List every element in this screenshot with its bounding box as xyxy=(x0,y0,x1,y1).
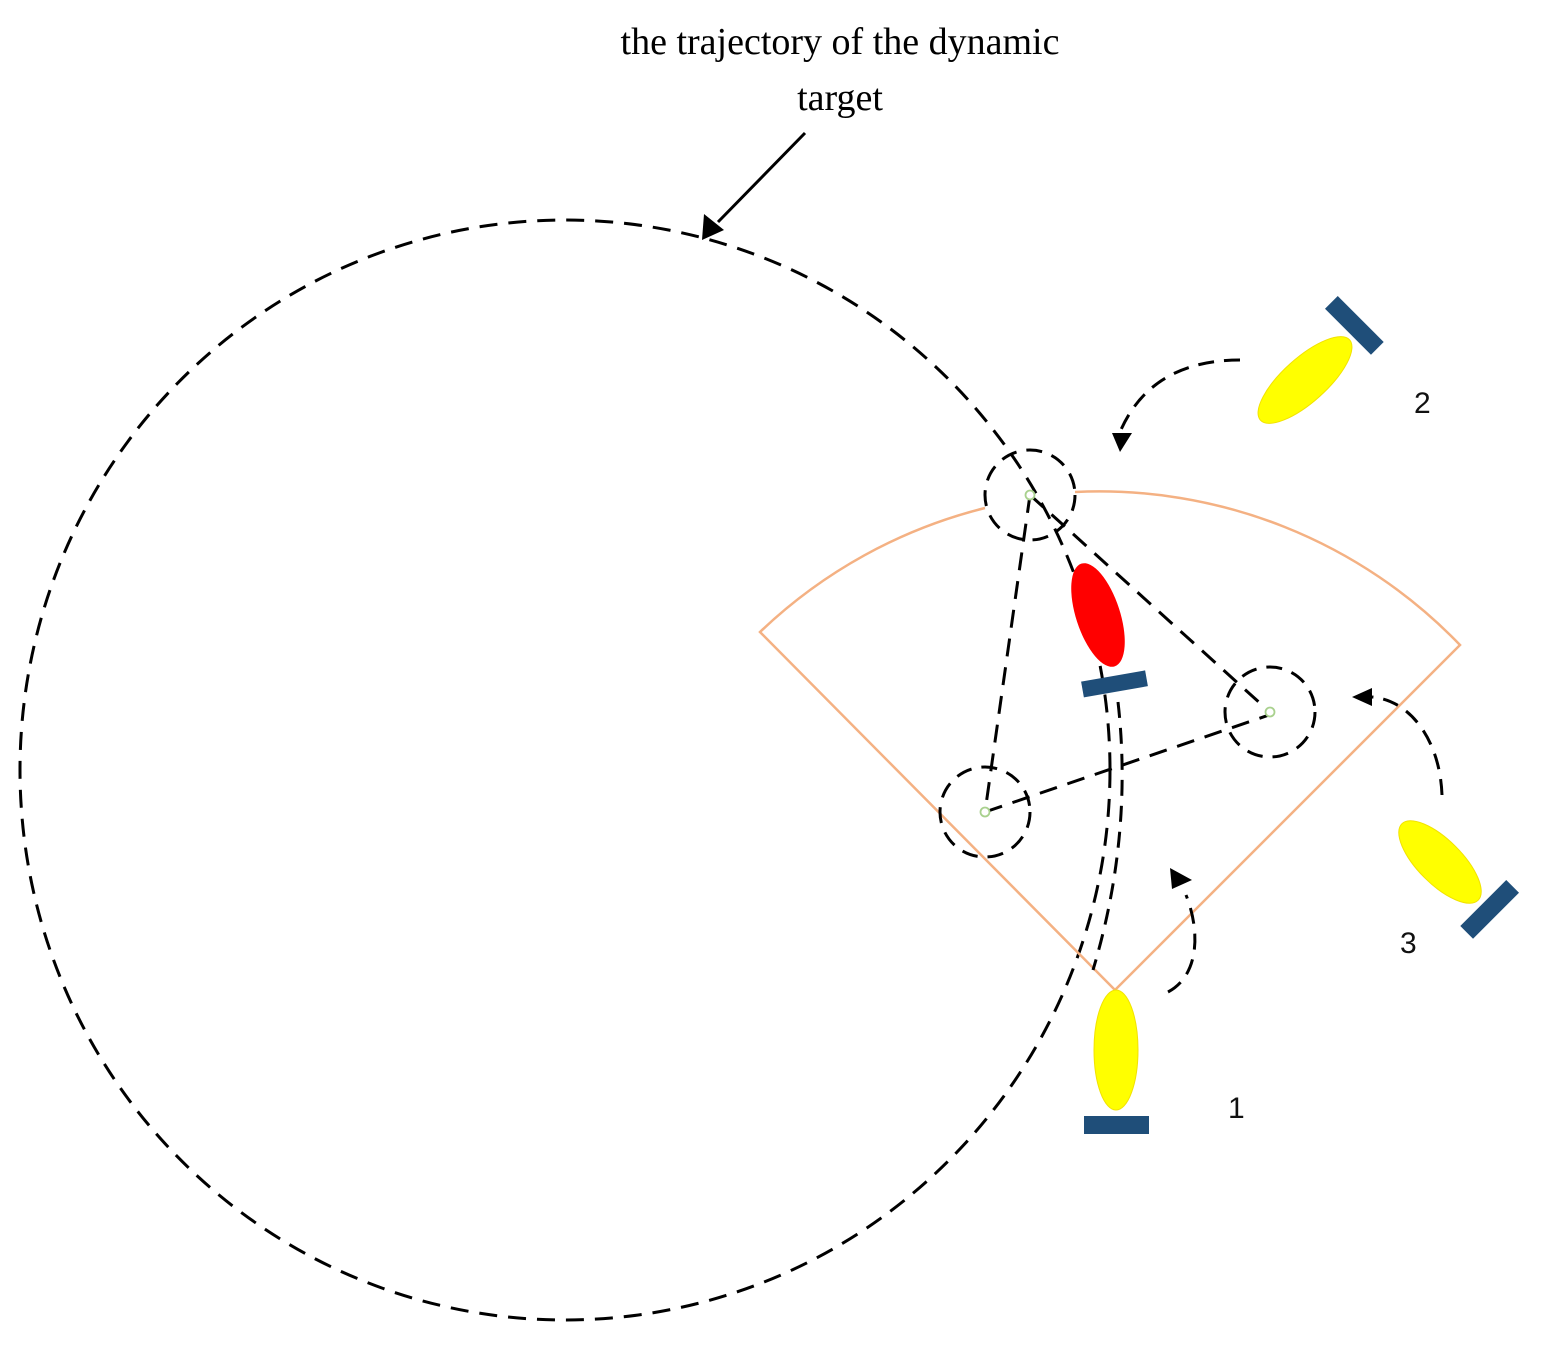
trajectory-circle xyxy=(18,218,1112,1322)
robot-1-move-arrow xyxy=(1167,894,1197,994)
target-robot-body xyxy=(1071,563,1125,667)
robot-3-move-arrow xyxy=(1371,695,1444,796)
robot-3-arrowhead xyxy=(1352,688,1372,706)
target-robot xyxy=(1071,563,1148,698)
sensing-sector xyxy=(758,490,1462,991)
robot-2: 2 xyxy=(1257,296,1431,424)
annotation-arrow-line xyxy=(716,131,807,224)
formation-node-left xyxy=(938,765,1032,859)
annotation-arrowhead xyxy=(702,214,724,240)
annotation-line-2: target xyxy=(797,77,883,119)
trajectory-annotation: the trajectory of the dynamic target xyxy=(560,14,1120,126)
formation-node-top xyxy=(983,448,1077,542)
robot-2-body xyxy=(1257,336,1353,424)
robot-1-base xyxy=(1084,1116,1149,1134)
formation-edge-bottom xyxy=(984,712,1273,814)
robot-2-label: 2 xyxy=(1414,387,1431,420)
robot-2-arrowhead xyxy=(1112,433,1132,452)
formation-node-right xyxy=(1223,665,1317,759)
robot-1: 1 xyxy=(1084,989,1245,1134)
robot-1-arrowhead xyxy=(1170,868,1192,889)
target-robot-move-path xyxy=(1091,701,1124,971)
robot-2-move-arrow xyxy=(1118,358,1241,433)
robot-1-label: 1 xyxy=(1228,1092,1245,1125)
annotation-line-1: the trajectory of the dynamic xyxy=(620,21,1060,63)
formation-edge-top-right xyxy=(1028,493,1274,716)
robot-3-base xyxy=(1460,880,1519,939)
formation-edge-top-left xyxy=(983,494,1032,813)
robot-2-base xyxy=(1325,296,1384,355)
robot-3-body xyxy=(1398,820,1482,904)
robot-1-body xyxy=(1093,989,1139,1111)
robot-3-label: 3 xyxy=(1400,927,1417,960)
robot-3: 3 xyxy=(1398,820,1519,960)
target-robot-base xyxy=(1081,670,1148,698)
